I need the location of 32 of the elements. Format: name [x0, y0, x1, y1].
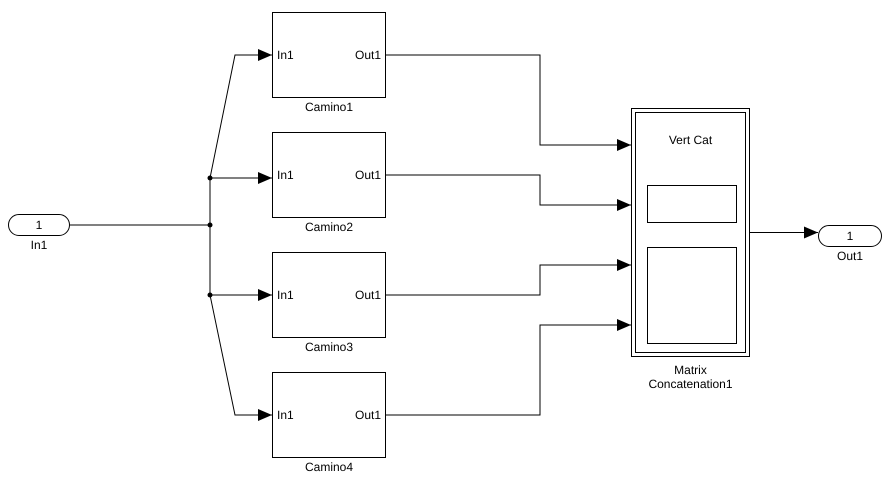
subsystem-block — [272, 252, 386, 338]
port-number: 1 — [846, 229, 854, 243]
port-label: Out1 — [354, 168, 381, 182]
signal-line — [386, 259, 632, 296]
port-label: In1 — [277, 408, 294, 422]
subsystem-block — [272, 132, 386, 218]
signal-line — [386, 319, 632, 416]
port-block — [818, 225, 882, 247]
concatenation-block — [631, 108, 750, 357]
block-name: In1 — [30, 238, 48, 252]
subsystem-block — [272, 372, 386, 458]
block-name: Matrix Concatenation1 — [647, 363, 734, 391]
port-label: In1 — [277, 288, 294, 302]
display-rect — [647, 185, 737, 223]
block-name: Out1 — [836, 249, 864, 263]
block-name: Camino4 — [304, 460, 354, 474]
port-block — [8, 214, 70, 236]
block-label: Vert Cat — [668, 133, 714, 147]
signal-line — [386, 54, 632, 151]
port-label: In1 — [277, 168, 294, 182]
block-name: Camino3 — [304, 340, 354, 354]
port-label: Out1 — [354, 288, 381, 302]
subsystem-block — [272, 12, 386, 98]
port-label: Out1 — [354, 48, 381, 62]
display-rect — [647, 247, 737, 344]
port-label: In1 — [277, 48, 294, 62]
port-label: Out1 — [354, 408, 381, 422]
block-name: Camino1 — [304, 100, 354, 114]
port-number: 1 — [34, 218, 44, 232]
signal-line — [750, 226, 818, 238]
signal-line — [386, 174, 632, 211]
block-name: Camino2 — [304, 220, 354, 234]
